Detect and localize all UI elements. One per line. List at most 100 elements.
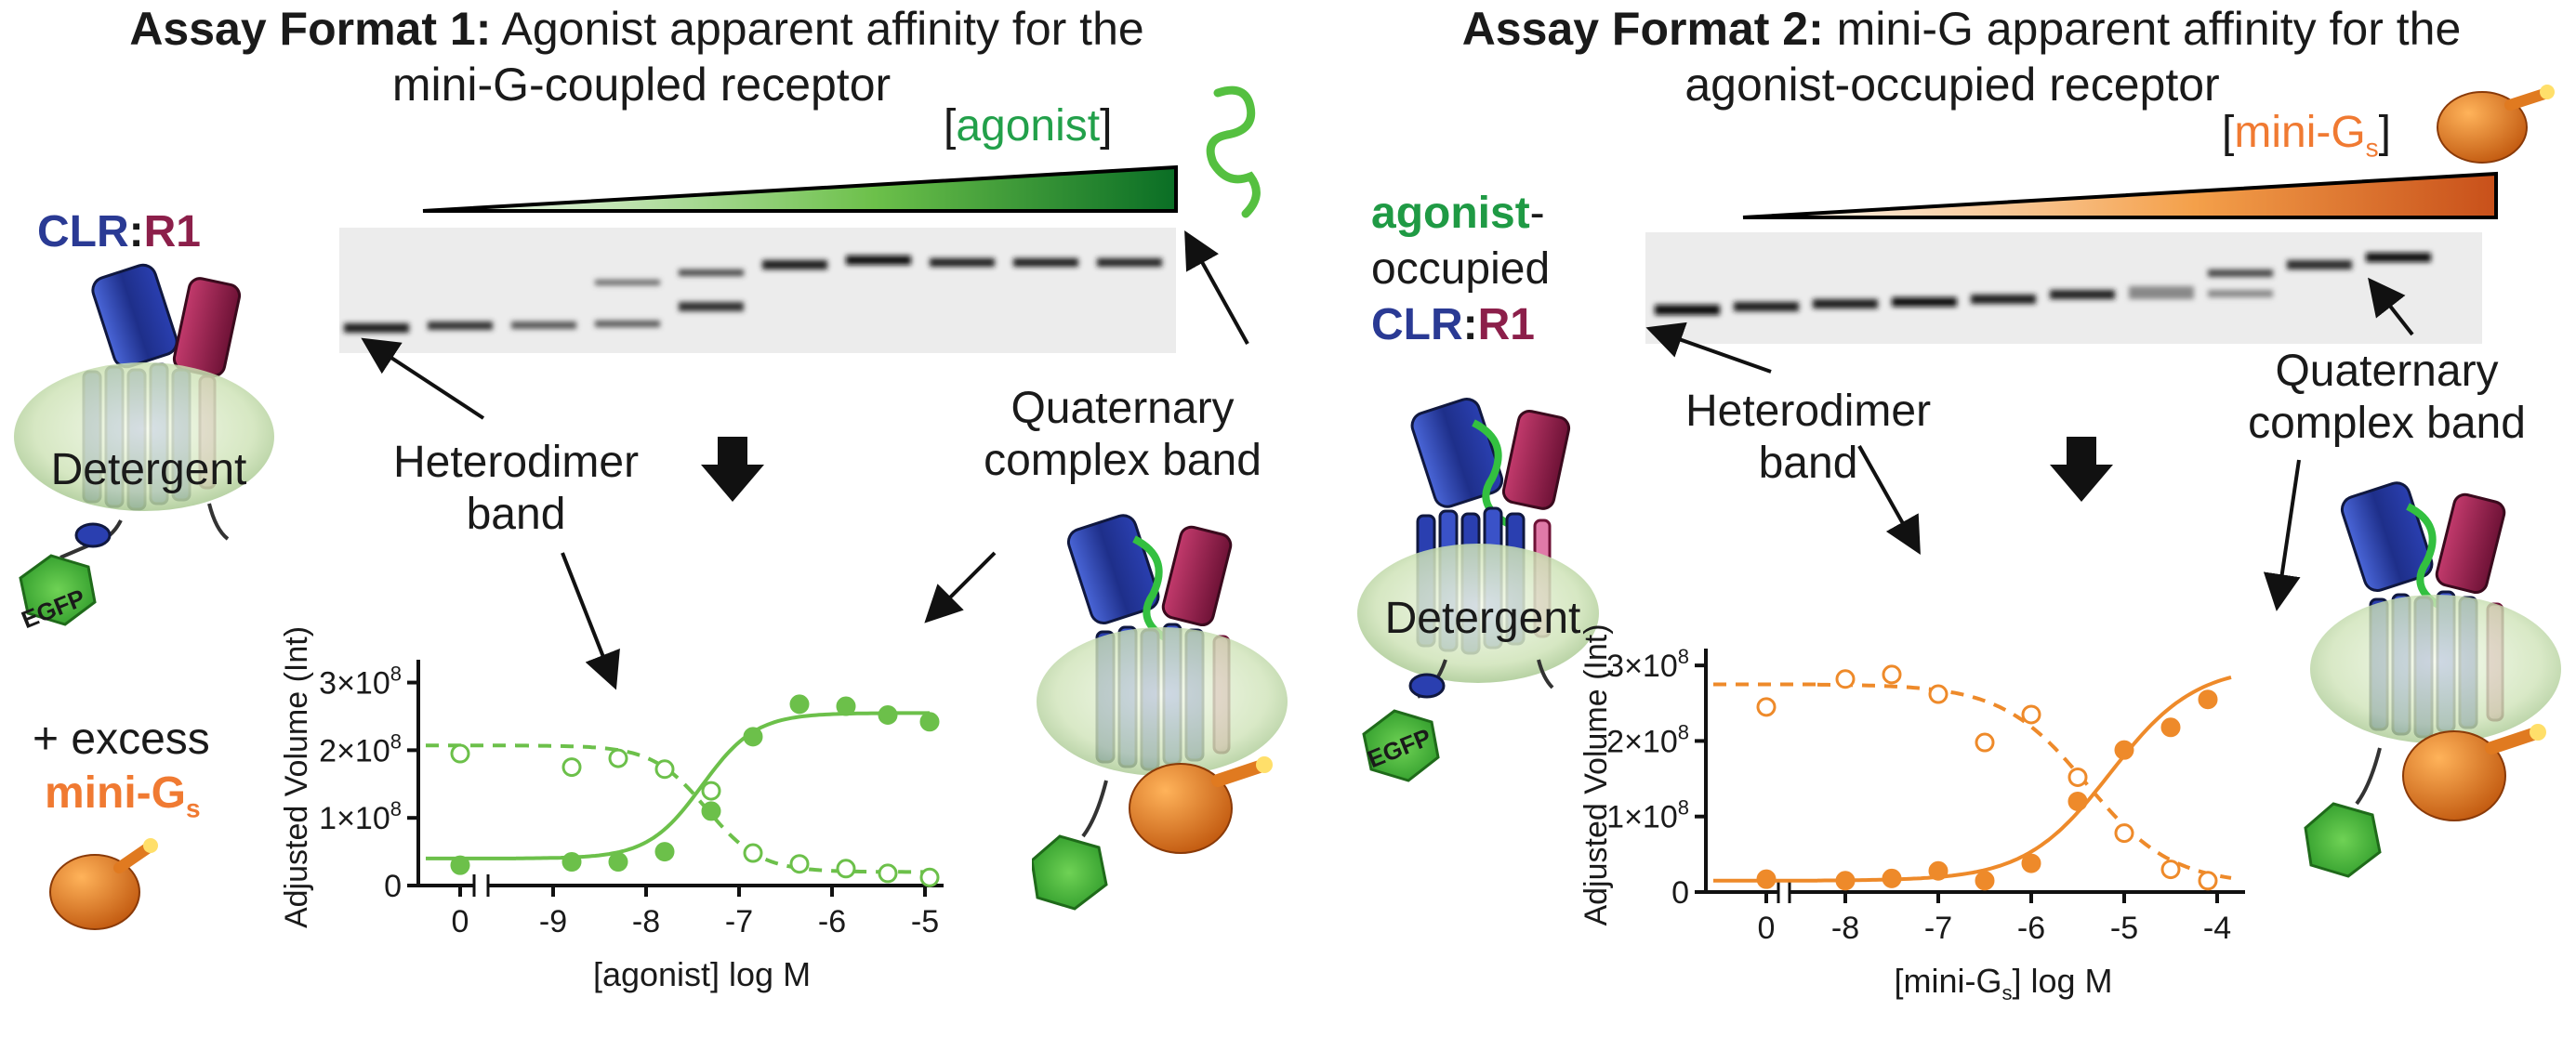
plus-excess: + excess bbox=[33, 715, 210, 764]
quaternary-line2-right: complex band bbox=[2248, 399, 2526, 448]
data-point-filled bbox=[701, 801, 721, 821]
clr-label: CLR bbox=[37, 207, 129, 256]
y-tick-label: 2×108 bbox=[1606, 720, 1689, 759]
y-tick-label: 1×108 bbox=[319, 797, 402, 836]
data-point-filled bbox=[836, 696, 856, 716]
chart-left: 0 1×108 2×108 3×108 0 -9 -8 -7 -6 -5 Adjusted Volu… bbox=[279, 626, 944, 993]
x-tick-label: -7 bbox=[725, 904, 753, 939]
data-point-open bbox=[654, 759, 675, 780]
panel1-receptor-label: CLR:R1 bbox=[37, 206, 201, 258]
colon-right: : bbox=[1462, 300, 1478, 349]
heterodimer-line1: Heterodimer bbox=[392, 438, 640, 487]
complex-cartoon-left bbox=[1032, 514, 1288, 911]
x-tick-label: -5 bbox=[911, 904, 939, 939]
mini-gs-icon-right-top bbox=[2437, 85, 2555, 164]
data-point-open bbox=[608, 748, 628, 768]
fit-curve-dashed bbox=[516, 743, 930, 874]
minigs-main: mini-G bbox=[45, 768, 186, 818]
data-point-open bbox=[919, 867, 940, 887]
agonist-gradient-label: [agonist] bbox=[944, 100, 1112, 152]
agonist-peptide-icon bbox=[1206, 85, 1261, 218]
agonist-occupied-label: agonist- occupied CLR:R1 bbox=[1371, 186, 1550, 353]
panel2-title: Assay Format 2: mini-G apparent affinity… bbox=[1348, 2, 2575, 56]
panel1-title: Assay Format 1: Agonist apparent affinit… bbox=[19, 2, 1255, 56]
bracket-close: ] bbox=[1100, 101, 1113, 151]
minigs-word: mini-G bbox=[2234, 108, 2366, 157]
data-point-filled bbox=[654, 842, 675, 862]
x-tick-label: -6 bbox=[818, 904, 846, 939]
data-point-open bbox=[1928, 684, 1949, 704]
heterodimer-line2: band bbox=[466, 490, 566, 539]
data-point-filled bbox=[2021, 853, 2041, 873]
data-point-filled bbox=[789, 694, 810, 715]
detergent-label-left: Detergent bbox=[50, 445, 247, 494]
x-tick-label: -8 bbox=[632, 904, 660, 939]
r1-label: R1 bbox=[143, 207, 201, 256]
x-axis-label: [mini-Gs] log M bbox=[1894, 962, 2112, 1004]
y-axis-label: Adjusted Volume (Int) bbox=[279, 626, 314, 928]
mini-gs-icon-left bbox=[49, 838, 158, 930]
data-point-open bbox=[2160, 860, 2181, 880]
annotation-arrows-left bbox=[361, 230, 1249, 690]
data-point-filled bbox=[2067, 791, 2088, 811]
data-point-open bbox=[701, 781, 721, 801]
x-tick-label: 0 bbox=[1758, 911, 1776, 946]
data-point-filled bbox=[608, 852, 628, 873]
data-point-filled bbox=[450, 855, 470, 875]
data-point-open bbox=[1756, 697, 1777, 717]
annotation-arrows-right bbox=[1645, 277, 2414, 611]
y-tick-label: 3×108 bbox=[319, 663, 402, 702]
panel1-title-rest: Agonist apparent affinity for the bbox=[491, 3, 1144, 55]
x-tick-label: -9 bbox=[539, 904, 567, 939]
panel2-title-bold: Assay Format 2: bbox=[1461, 3, 1824, 55]
x-tick-label: -6 bbox=[2017, 911, 2045, 946]
x-tick-label: -5 bbox=[2110, 911, 2138, 946]
data-point-open bbox=[1835, 669, 1856, 689]
fit-curve-dashed bbox=[1816, 682, 2232, 880]
y-tick-label: 3×108 bbox=[1606, 645, 1689, 684]
data-point-filled bbox=[743, 727, 763, 747]
data-point-filled bbox=[2198, 689, 2218, 710]
data-point-open bbox=[2198, 871, 2218, 891]
bracket-open: [ bbox=[944, 101, 957, 151]
data-point-filled bbox=[919, 712, 940, 732]
data-point-open bbox=[2114, 823, 2134, 844]
agonist-word-right: agonist bbox=[1371, 189, 1530, 238]
data-point-filled bbox=[1756, 869, 1777, 889]
minigs-word-sub: s bbox=[2365, 133, 2379, 163]
data-point-open bbox=[789, 854, 810, 874]
gel-image-left bbox=[339, 228, 1176, 353]
agonist-line: agonist- bbox=[1371, 186, 1550, 242]
data-point-filled bbox=[1975, 871, 1995, 891]
data-point-open bbox=[2021, 704, 2041, 725]
data-point-open bbox=[743, 843, 763, 863]
panel2-title-rest: mini-G apparent affinity for the bbox=[1823, 3, 2462, 55]
heterodimer-band-left: Heterodimer band bbox=[363, 437, 669, 541]
data-point-open bbox=[1882, 664, 1902, 685]
fit-curve-solid bbox=[516, 711, 930, 860]
data-point-open bbox=[836, 859, 856, 879]
data-point-filled bbox=[561, 852, 582, 873]
quaternary-line2: complex band bbox=[984, 436, 1262, 485]
panel1-title-bold: Assay Format 1: bbox=[129, 3, 492, 55]
gel-image-right bbox=[1645, 232, 2482, 344]
detergent-label-right: Detergent bbox=[1384, 594, 1581, 643]
data-point-filled bbox=[1928, 860, 1949, 881]
x-tick-label: 0 bbox=[452, 904, 469, 939]
receptor-cartoon-right bbox=[1357, 397, 1599, 782]
y-tick-label: 0 bbox=[384, 869, 402, 904]
complex-cartoon-right bbox=[2304, 481, 2561, 878]
x-tick-label: -7 bbox=[1924, 911, 1952, 946]
x-tick-label: -8 bbox=[1831, 911, 1859, 946]
y-tick-label: 2×108 bbox=[319, 729, 402, 768]
minigs-gradient-wedge bbox=[1742, 171, 2498, 219]
bracket-open-right: [ bbox=[2222, 108, 2235, 157]
heterodimer-line1-right: Heterodimer bbox=[1684, 387, 1932, 436]
minigs-gradient-label: [mini-Gs] bbox=[2222, 107, 2391, 175]
heterodimer-line2-right: band bbox=[1758, 439, 1858, 488]
receptor-cartoon-left bbox=[14, 263, 274, 626]
minigs-sub: s bbox=[186, 794, 201, 823]
data-point-open bbox=[450, 743, 470, 764]
r1-label-right: R1 bbox=[1477, 300, 1535, 349]
